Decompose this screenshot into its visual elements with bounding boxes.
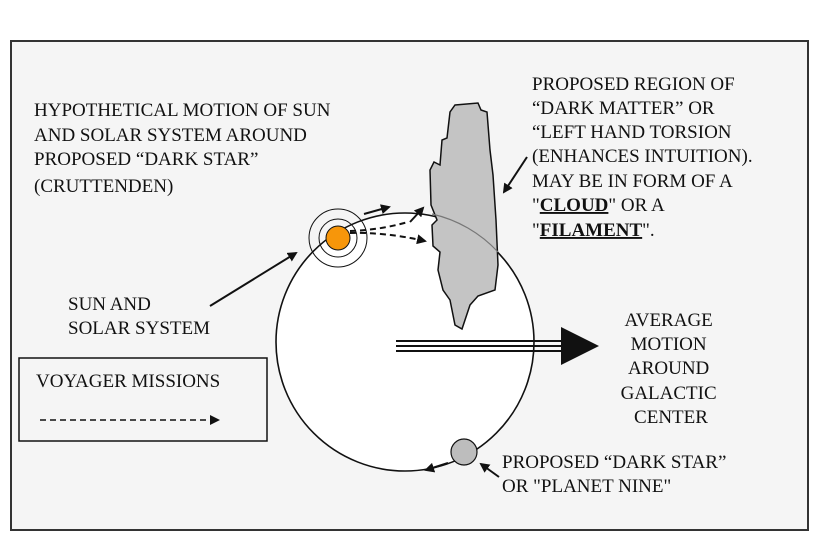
sun-label: SUN AND SOLAR SYSTEM <box>68 294 210 339</box>
hypothetical-label: HYPOTHETICAL MOTION OF SUN AND SOLAR SYS… <box>34 100 335 197</box>
dark-star-motion-arrow <box>424 462 449 473</box>
legend-label: VOYAGER MISSIONS <box>36 371 220 392</box>
average-motion-label: AVERAGE MOTION AROUND GALACTIC CENTER <box>621 310 722 428</box>
average-motion-arrow <box>396 327 599 365</box>
dark-star-pointer-arrow <box>479 462 500 478</box>
sun-pointer-arrow <box>209 251 298 307</box>
orbit-direction-arrow <box>409 206 425 223</box>
sun-inner-ring <box>318 218 358 258</box>
region-pointer-arrow <box>502 156 528 194</box>
voyager-path-1 <box>349 221 409 232</box>
dark-star-label: PROPOSED “DARK STAR” OR "PLANET NINE" <box>502 452 731 497</box>
dark-matter-region <box>429 102 499 331</box>
orbit-arc-over-region <box>431 213 499 253</box>
sun <box>325 225 351 251</box>
sun-outer-ring <box>308 208 368 268</box>
dark-star <box>450 438 478 466</box>
region-label: PROPOSED REGION OF “DARK MATTER” OR “LEF… <box>532 74 757 241</box>
legend-box: VOYAGER MISSIONS <box>18 357 268 442</box>
sun-motion-arrow <box>363 204 391 215</box>
